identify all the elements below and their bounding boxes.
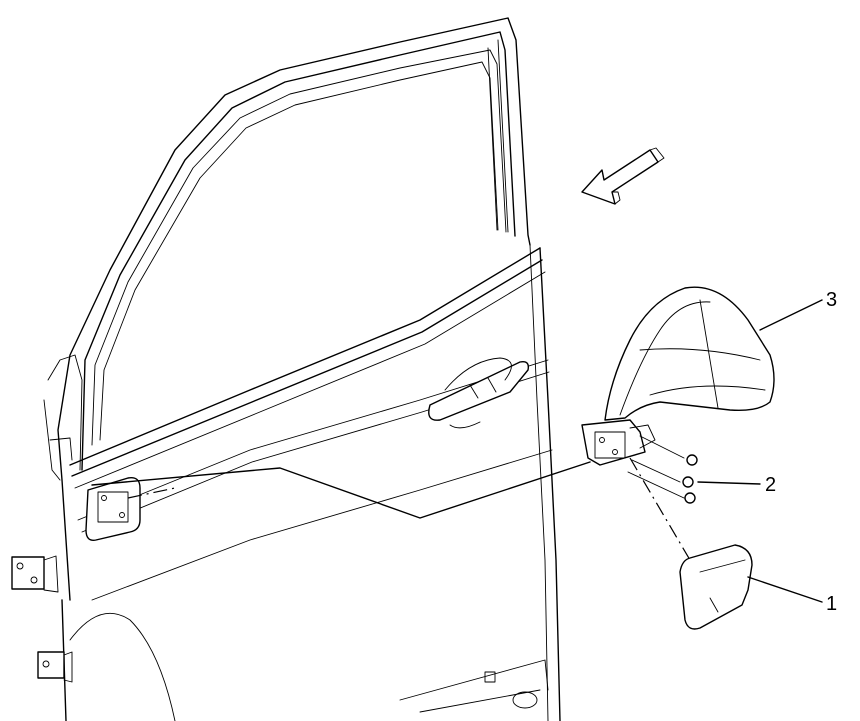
callout-3-label: 3 (826, 289, 837, 311)
mirror-mount-location (85, 477, 176, 541)
callout-1-label: 1 (826, 593, 837, 615)
mirror-nuts (627, 435, 698, 504)
outside-mirror-assembly (581, 286, 775, 561)
lower-hinge (37, 651, 73, 683)
upper-hinge (11, 555, 59, 593)
callout-2: 2 (697, 474, 776, 496)
front-door (11, 17, 561, 721)
mirror-trim-cover (679, 544, 753, 630)
callout-1: 1 (747, 576, 837, 615)
callout-3: 3 (759, 289, 837, 331)
lower-trim (399, 659, 549, 713)
mount-leader-line (91, 461, 591, 519)
callout-2-label: 2 (765, 474, 776, 496)
forward-arrow-icon (581, 147, 665, 205)
door-handle (428, 357, 530, 429)
